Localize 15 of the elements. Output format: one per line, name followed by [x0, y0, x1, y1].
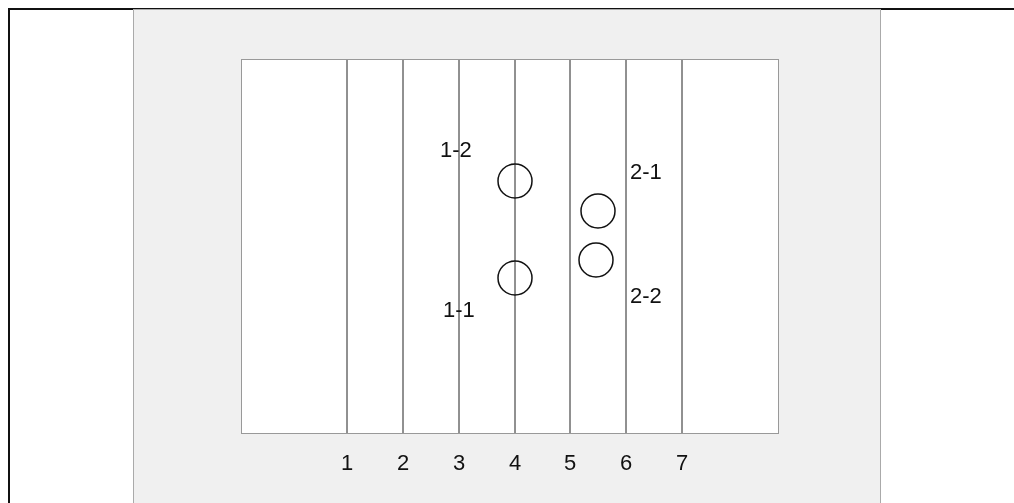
point-label: 1-2 [440, 138, 472, 162]
sample-circle [578, 242, 614, 278]
line-number: 2 [397, 451, 410, 475]
point-label: 2-2 [630, 284, 662, 308]
point-label: 1-1 [443, 298, 475, 322]
line-number: 5 [564, 451, 577, 475]
line-number: 1 [341, 451, 354, 475]
sample-circle [497, 163, 533, 199]
line-number: 3 [453, 451, 466, 475]
sample-circle [497, 260, 533, 296]
line-number: 6 [620, 451, 633, 475]
line-number: 7 [676, 451, 689, 475]
sample-circle [580, 193, 616, 229]
point-label: 2-1 [630, 160, 662, 184]
line-number: 4 [509, 451, 522, 475]
